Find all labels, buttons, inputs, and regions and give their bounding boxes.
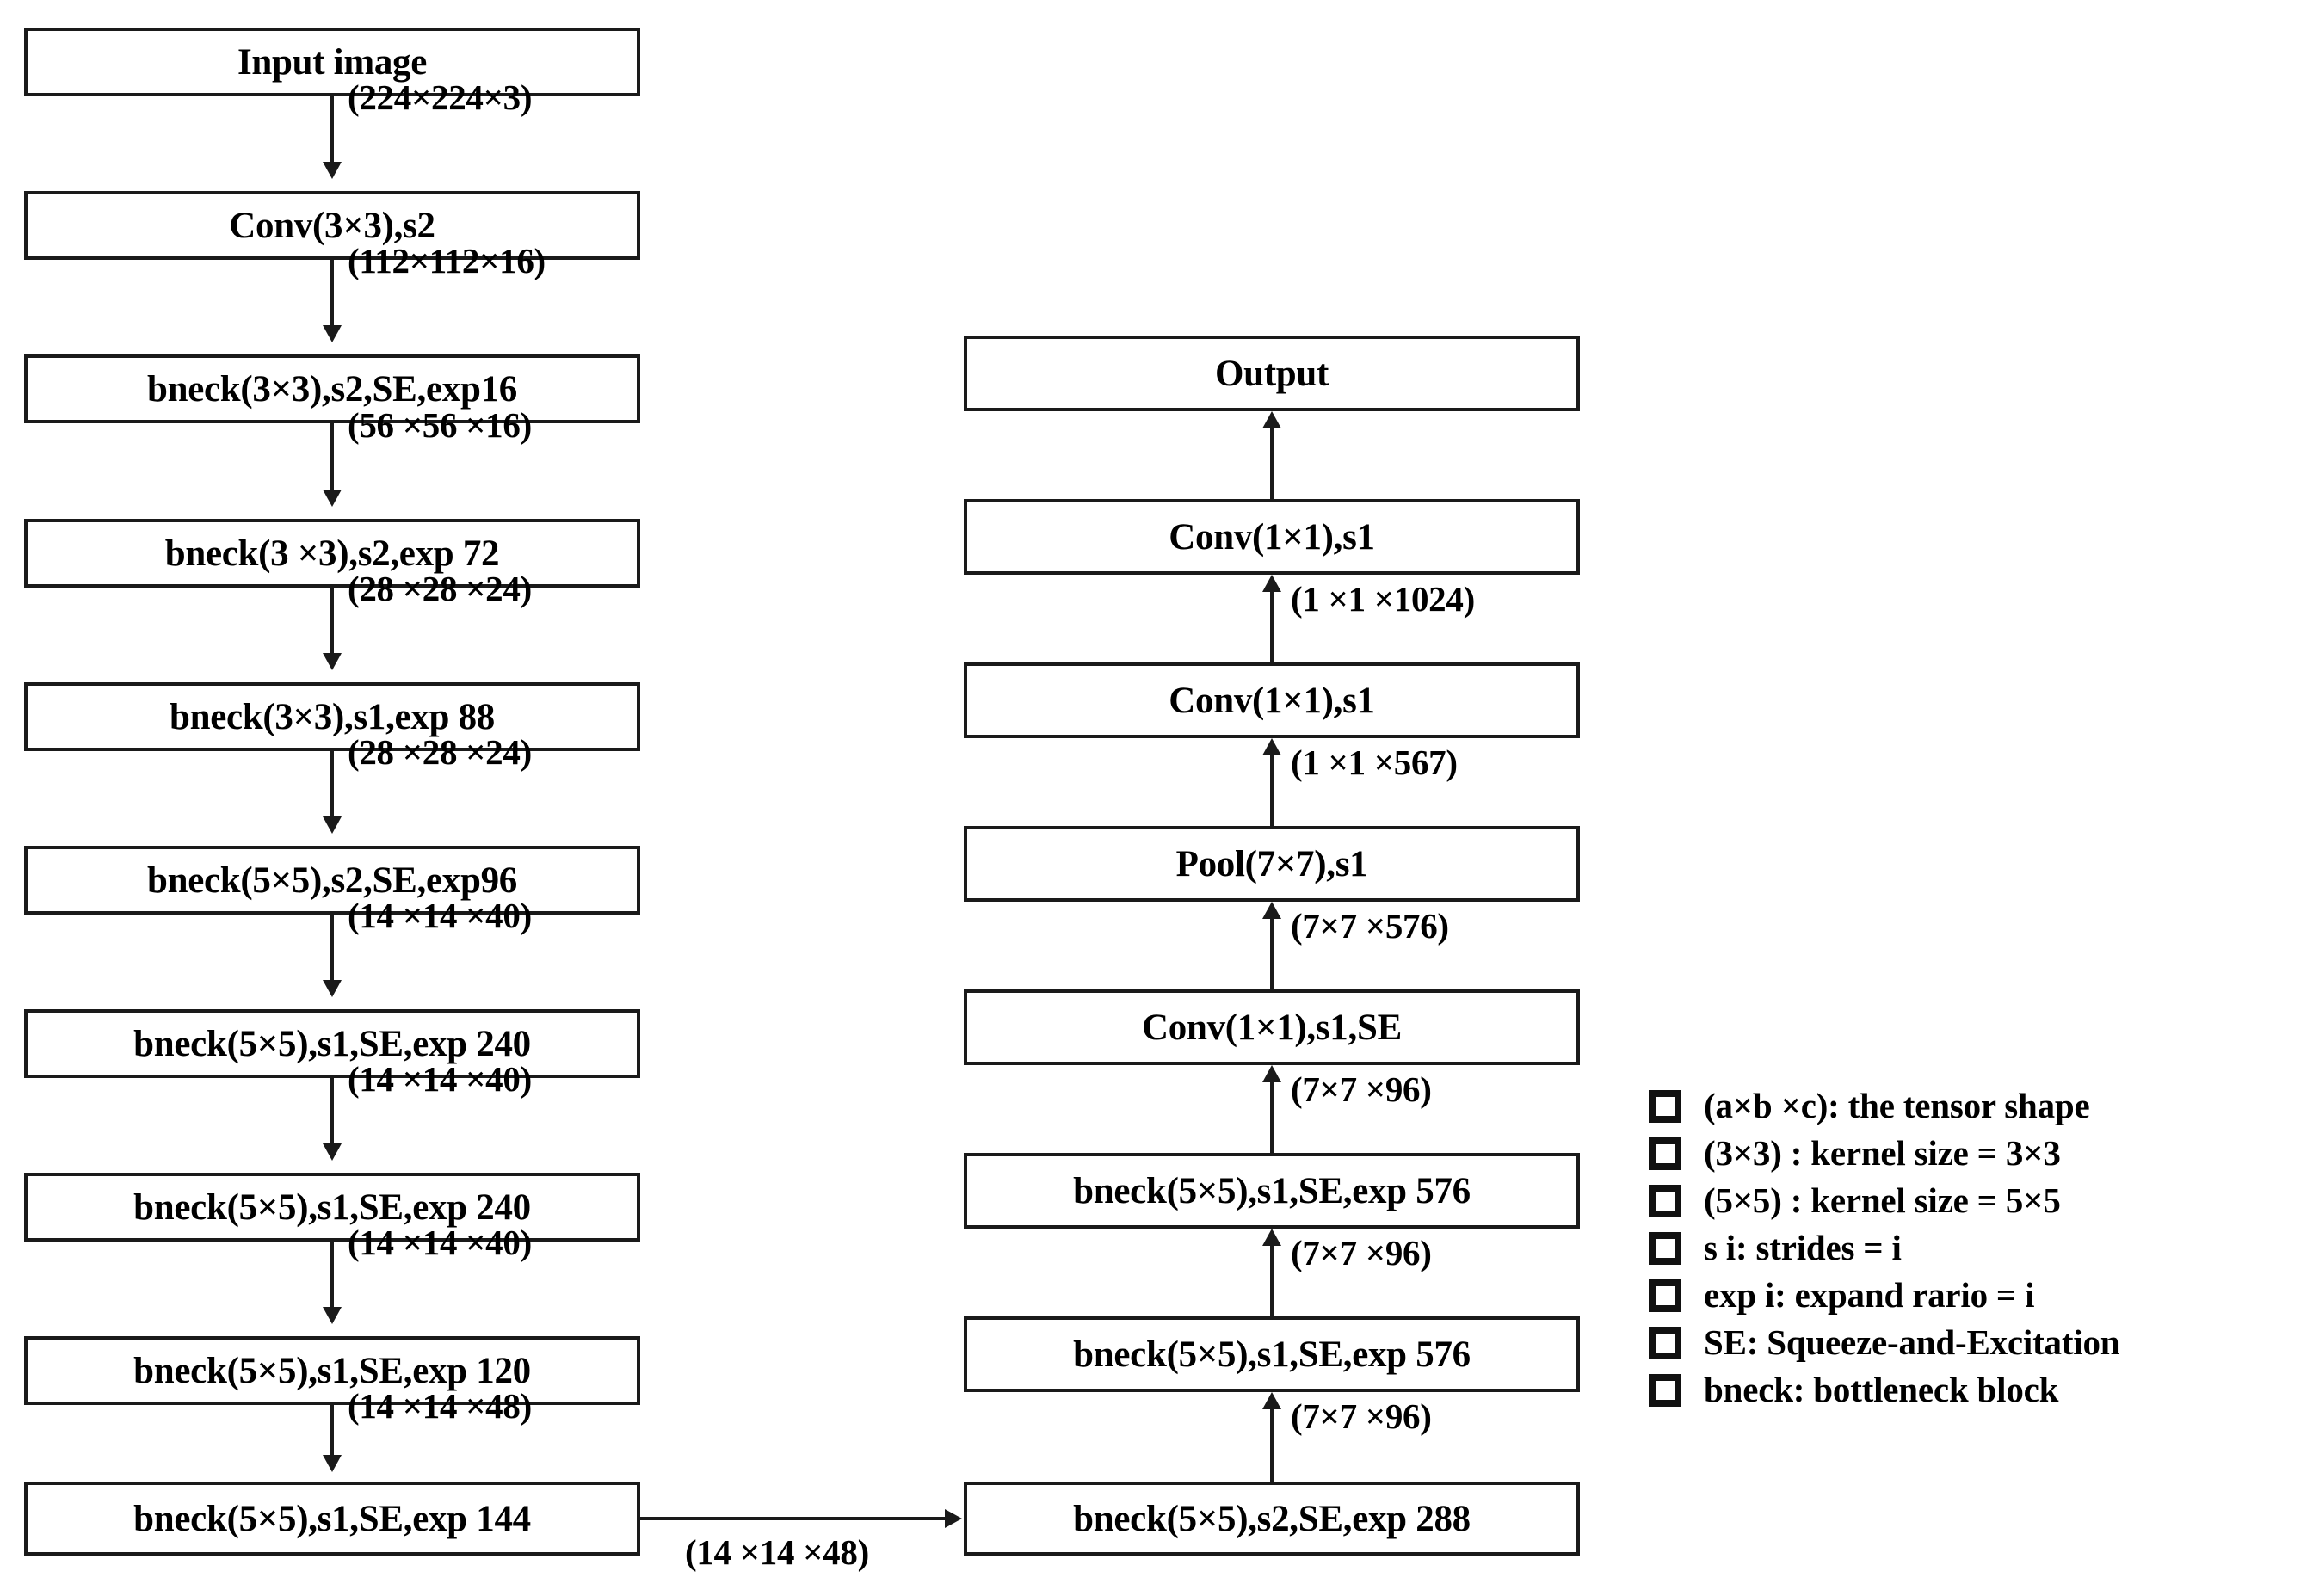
edge-label-l4: (28 ×28 ×24) [348,569,532,608]
edge-label-l8: (14 ×14 ×40) [348,1223,532,1262]
node-bneck-2: bneck(3 ×3),s2,exp 72 [24,519,640,588]
arrow-line-r7 [1270,1409,1274,1483]
node-bneck-r3: bneck(5×5),s2,SE,exp 288 [964,1482,1580,1556]
edge-label-l9: (14 ×14 ×48) [348,1386,532,1426]
arrow-line-l6 [330,915,334,982]
node-conv-1x1-s1-mid: Conv(1×1),s1 [964,662,1580,738]
edge-label-r6: (7×7 ×96) [1291,1233,1432,1272]
node-conv-1x1-s1-top: Conv(1×1),s1 [964,499,1580,575]
legend-item-kernel-3: (3×3) : kernel size = 3×3 [1649,1130,2313,1177]
legend-bullet-icon [1649,1279,1681,1312]
node-bneck-1: bneck(3×3),s2,SE,exp16 [24,354,640,423]
arrow-head-r6 [1262,1229,1281,1246]
legend: (a×b ×c): the tensor shape (3×3) : kerne… [1649,1082,2313,1414]
legend-bullet-icon [1649,1373,1681,1407]
legend-bullet-icon [1649,1231,1681,1265]
legend-item-strides: s i: strides = i [1649,1224,2313,1272]
arrow-line-l5 [330,751,334,818]
arrow-head-r4 [1262,902,1281,919]
arrow-head-l3 [323,490,342,507]
node-conv-1x1-s1-se: Conv(1×1),s1,SE [964,989,1580,1065]
edge-label-r7: (7×7 ×96) [1291,1396,1432,1436]
arrow-head-l4 [323,653,342,670]
legend-bullet-icon [1649,1137,1681,1170]
arrow-head-l6 [323,980,342,997]
node-conv-3x3-s2: Conv(3×3),s2 [24,191,640,260]
legend-item-expand-ratio: exp i: expand rario = i [1649,1272,2313,1319]
legend-item-label: s i: strides = i [1704,1228,1902,1267]
arrow-head-l9 [323,1455,342,1472]
legend-item-kernel-5: (5×5) : kernel size = 5×5 [1649,1177,2313,1224]
edge-label-l1: (224×224×3) [348,77,533,117]
arrow-line-r5 [1270,1082,1274,1155]
legend-item-label: bneck: bottleneck block [1704,1370,2059,1409]
arrow-line-cross [640,1517,947,1520]
legend-item-label: (5×5) : kernel size = 5×5 [1704,1180,2061,1220]
edge-label-r2: (1 ×1 ×1024) [1291,579,1475,619]
arrow-line-r3 [1270,755,1274,828]
arrow-line-r6 [1270,1246,1274,1318]
edge-label-l5: (28 ×28 ×24) [348,732,532,772]
legend-bullet-icon [1649,1184,1681,1217]
node-bneck-8: bneck(5×5),s1,SE,exp 144 [24,1482,640,1556]
arrow-head-r7 [1262,1392,1281,1409]
legend-item-se: SE: Squeeze-and-Excitation [1649,1319,2313,1366]
node-bneck-5: bneck(5×5),s1,SE,exp 240 [24,1009,640,1078]
arrow-line-l1 [330,96,334,163]
edge-label-l7: (14 ×14 ×40) [348,1059,532,1099]
arrow-line-l2 [330,260,334,327]
arrow-line-l8 [330,1242,334,1309]
edge-label-r4: (7×7 ×576) [1291,906,1449,946]
arrow-line-l3 [330,423,334,491]
edge-label-r3: (1 ×1 ×567) [1291,743,1458,782]
legend-item-label: exp i: expand rario = i [1704,1275,2035,1315]
legend-bullet-icon [1649,1326,1681,1359]
arrow-line-r4 [1270,919,1274,991]
node-bneck-6: bneck(5×5),s1,SE,exp 240 [24,1173,640,1242]
legend-item-label: (a×b ×c): the tensor shape [1704,1086,2090,1125]
arrow-head-r5 [1262,1065,1281,1082]
arrow-line-r1 [1270,428,1274,501]
legend-item-label: SE: Squeeze-and-Excitation [1704,1322,2120,1362]
arrow-head-l8 [323,1307,342,1324]
arrow-head-l5 [323,816,342,834]
edge-label-l6: (14 ×14 ×40) [348,896,532,935]
node-output: Output [964,336,1580,411]
arrow-head-l7 [323,1143,342,1161]
arrow-line-l7 [330,1078,334,1145]
node-bneck-r2: bneck(5×5),s1,SE,exp 576 [964,1316,1580,1392]
arrow-head-l2 [323,325,342,342]
arrow-line-r2 [1270,592,1274,664]
edge-label-l3: (56 ×56 ×16) [348,405,532,445]
node-bneck-3: bneck(3×3),s1,exp 88 [24,682,640,751]
arrow-head-cross [945,1509,962,1528]
edge-label-r5: (7×7 ×96) [1291,1069,1432,1109]
arrow-line-l9 [330,1405,334,1457]
legend-item-bneck: bneck: bottleneck block [1649,1366,2313,1414]
node-pool-7x7-s1: Pool(7×7),s1 [964,826,1580,902]
node-bneck-7: bneck(5×5),s1,SE,exp 120 [24,1336,640,1405]
edge-label-l2: (112×112×16) [348,241,546,280]
node-input-image: Input image [24,28,640,96]
node-bneck-r1: bneck(5×5),s1,SE,exp 576 [964,1153,1580,1229]
legend-item-label: (3×3) : kernel size = 3×3 [1704,1133,2061,1173]
arrow-head-r1 [1262,411,1281,428]
node-bneck-4: bneck(5×5),s2,SE,exp96 [24,846,640,915]
arrow-line-l4 [330,588,334,655]
arrow-head-l1 [323,162,342,179]
arrow-head-r2 [1262,575,1281,592]
arrow-head-r3 [1262,738,1281,755]
legend-bullet-icon [1649,1089,1681,1123]
edge-label-cross: (14 ×14 ×48) [685,1532,869,1572]
legend-item-tensor-shape: (a×b ×c): the tensor shape [1649,1082,2313,1130]
